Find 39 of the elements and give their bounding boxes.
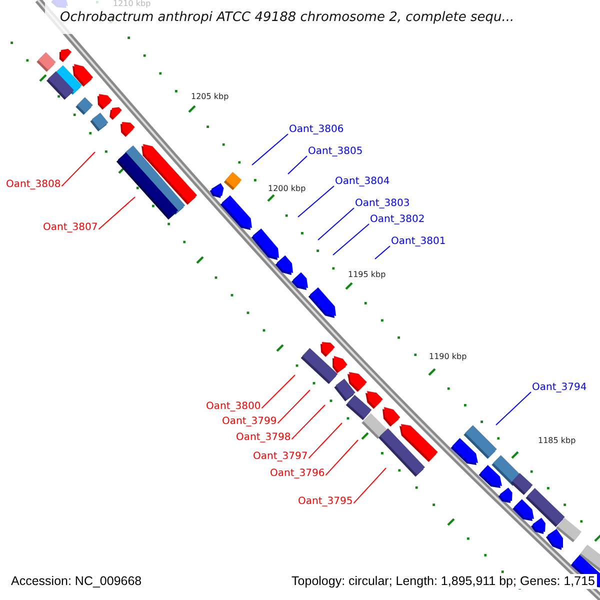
scale-label: 1190 kbp: [429, 352, 467, 362]
gene-label: Oant_3804: [335, 176, 390, 188]
leader-line: [61, 152, 96, 187]
leader-line: [325, 440, 358, 476]
gene-label: Oant_3795: [298, 496, 353, 508]
gene-label: Oant_3803: [355, 198, 410, 210]
gene-label: Oant_3807: [43, 222, 98, 234]
map-title: Ochrobactrum anthropi ATCC 49188 chromosome 2, complete sequ...: [60, 10, 514, 26]
summary-text: Topology: circular; Length: 1,895,911 bp; Genes: 1,715: [290, 574, 597, 589]
accession-text: Accession: NC_009668: [9, 574, 144, 589]
gene-label: Oant_3805: [308, 146, 363, 158]
scale-label: 1210 kbp: [113, 0, 151, 9]
gene-label: Oant_3796: [270, 468, 325, 480]
scale-label: 1195 kbp: [348, 270, 386, 280]
leader-line: [332, 224, 370, 256]
gene-label: Oant_3802: [370, 214, 425, 226]
gene-label: Oant_3794: [532, 382, 587, 394]
leader-line: [318, 208, 354, 240]
scale-label: 1205 kbp: [191, 92, 229, 102]
leader-line: [298, 186, 334, 218]
leader-line: [496, 392, 532, 426]
gene-label: Oant_3801: [391, 236, 446, 248]
gene-label: Oant_3799: [222, 416, 277, 428]
leader-line: [252, 134, 288, 166]
scale-label: 1200 kbp: [268, 184, 306, 194]
leader-line: [308, 422, 342, 459]
leader-line: [261, 374, 296, 409]
leader-line: [353, 468, 386, 504]
gene-label: Oant_3800: [206, 401, 261, 413]
leader-line: [98, 196, 136, 230]
leader-line: [277, 390, 310, 424]
gene-label: Oant_3797: [253, 451, 308, 463]
gene-label: Oant_3806: [289, 124, 344, 136]
leader-line: [291, 404, 326, 440]
leader-line: [374, 246, 390, 260]
scale-label: 1185 kbp: [538, 436, 576, 446]
leader-line: [288, 156, 308, 174]
gene-label: Oant_3808: [6, 179, 61, 191]
gene-label: Oant_3798: [236, 432, 291, 444]
